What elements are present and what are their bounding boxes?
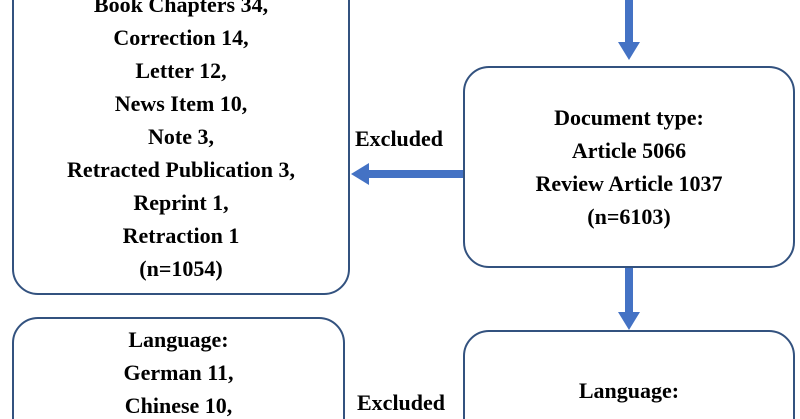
arrow-inflow-to-document-type-head-icon	[618, 42, 640, 60]
arrow-inflow-to-document-type-shaft	[625, 0, 633, 42]
arrow-document-type-excluded-shaft	[369, 170, 463, 178]
box-excluded-language: Language: German 11, Chinese 10,	[12, 317, 345, 419]
box-language-text: Language:	[578, 378, 680, 403]
box-excluded-document-type-text: Book Chapters 34, Correction 14, Letter …	[67, 0, 295, 281]
label-excluded-document-type: Excluded	[355, 126, 444, 151]
box-excluded-document-type: Book Chapters 34, Correction 14, Letter …	[12, 0, 350, 295]
box-document-type-text: Document type: Article 5066 Review Artic…	[535, 105, 723, 229]
box-excluded-language-text: Language: German 11, Chinese 10,	[123, 327, 234, 418]
box-document-type: Document type: Article 5066 Review Artic…	[463, 66, 795, 268]
box-language: Language:	[463, 330, 795, 419]
arrow-document-type-to-language-head-icon	[618, 312, 640, 330]
arrow-document-type-to-language-shaft	[625, 268, 633, 312]
arrow-document-type-excluded-head-icon	[351, 163, 369, 185]
label-excluded-language: Excluded	[357, 390, 446, 415]
